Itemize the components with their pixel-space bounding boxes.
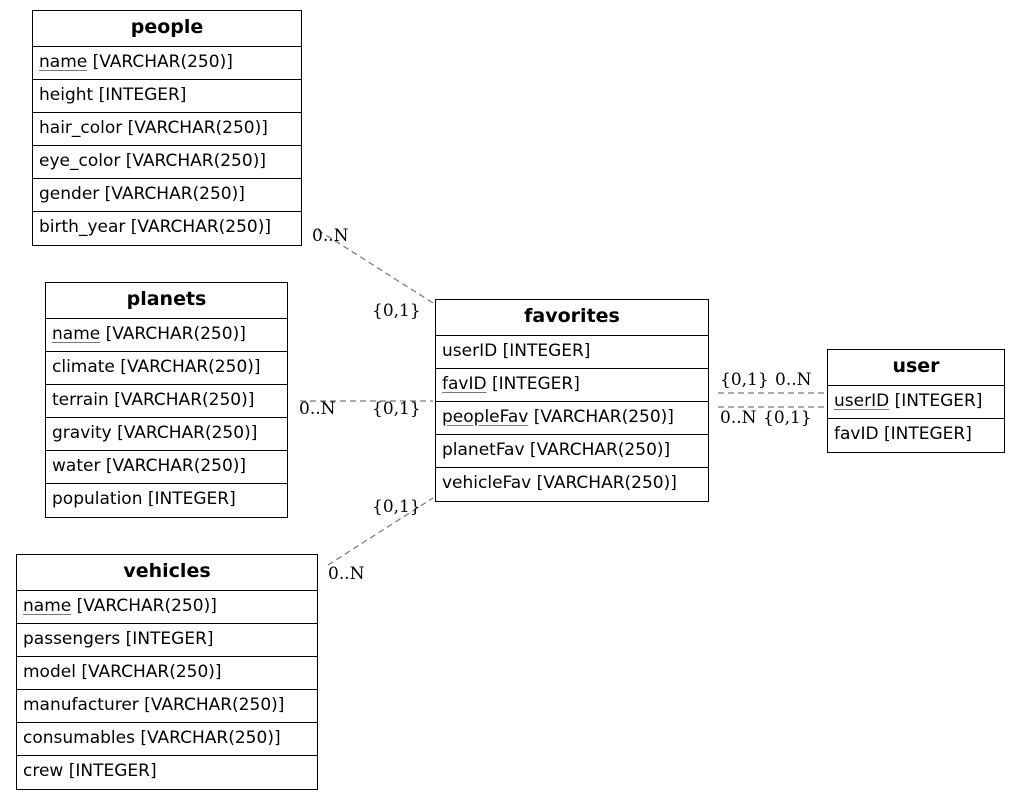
field-row-planets[interactable]: terrain [VARCHAR(250)] xyxy=(46,385,287,418)
field-type: [INTEGER] xyxy=(63,761,157,781)
field-row-favorites[interactable]: favID [INTEGER] xyxy=(436,369,708,402)
field-type: [INTEGER] xyxy=(889,391,983,411)
field-row-planets[interactable]: climate [VARCHAR(250)] xyxy=(46,352,287,385)
field-type: [INTEGER] xyxy=(93,85,187,105)
field-name: terrain xyxy=(52,390,109,410)
field-name: population xyxy=(52,489,143,509)
field-name: favID xyxy=(442,374,487,394)
field-type: [VARCHAR(250)] xyxy=(134,728,281,748)
field-type: [VARCHAR(250)] xyxy=(75,662,222,682)
field-type: [VARCHAR(250)] xyxy=(71,596,217,616)
edge-vehicles-favorites xyxy=(327,497,434,566)
table-vehicles[interactable]: vehicles name [VARCHAR(250)]passengers [… xyxy=(16,554,318,790)
edge-people-favorites xyxy=(317,229,434,304)
field-row-people[interactable]: gender [VARCHAR(250)] xyxy=(33,179,301,212)
table-favorites[interactable]: favorites userID [INTEGER]favID [INTEGER… xyxy=(435,299,709,502)
field-row-user[interactable]: userID [INTEGER] xyxy=(828,386,1004,419)
field-type: [VARCHAR(250)] xyxy=(111,423,258,443)
field-type: [VARCHAR(250)] xyxy=(524,440,671,460)
table-title: people xyxy=(33,11,301,47)
field-row-favorites[interactable]: userID [INTEGER] xyxy=(436,336,708,369)
field-type: [VARCHAR(250)] xyxy=(528,407,674,427)
cardinality-label: 0..N xyxy=(775,370,812,390)
field-name: consumables xyxy=(23,728,135,748)
field-type: [INTEGER] xyxy=(142,489,236,509)
field-name: userID xyxy=(834,391,890,411)
field-type: [INTEGER] xyxy=(878,424,972,444)
field-type: [VARCHAR(250)] xyxy=(99,184,245,204)
field-type: [VARCHAR(250)] xyxy=(138,695,285,715)
field-type: [INTEGER] xyxy=(120,629,214,649)
field-name: hair_color xyxy=(39,118,123,138)
field-name: favID xyxy=(834,424,879,444)
field-row-vehicles[interactable]: consumables [VARCHAR(250)] xyxy=(17,723,317,756)
field-name: birth_year xyxy=(39,217,126,237)
cardinality-label: {0,1} xyxy=(372,301,421,321)
cardinality-label: 0..N xyxy=(312,226,349,246)
cardinality-label: {0,1} xyxy=(372,497,421,517)
field-type: [INTEGER] xyxy=(497,341,591,361)
field-row-favorites[interactable]: peopleFav [VARCHAR(250)] xyxy=(436,402,708,435)
field-type: [VARCHAR(250)] xyxy=(100,324,246,344)
field-name: vehicleFav xyxy=(442,473,532,493)
field-name: gravity xyxy=(52,423,112,443)
table-title: vehicles xyxy=(17,555,317,591)
field-row-people[interactable]: birth_year [VARCHAR(250)] xyxy=(33,212,301,245)
cardinality-label: {0,1} xyxy=(372,399,421,419)
field-name: name xyxy=(23,596,72,616)
field-name: name xyxy=(39,52,88,72)
field-name: height xyxy=(39,85,94,105)
field-type: [VARCHAR(250)] xyxy=(531,473,677,493)
field-row-planets[interactable]: population [INTEGER] xyxy=(46,484,287,517)
field-row-vehicles[interactable]: passengers [INTEGER] xyxy=(17,624,317,657)
field-row-favorites[interactable]: vehicleFav [VARCHAR(250)] xyxy=(436,468,708,501)
cardinality-label: 0..N xyxy=(328,564,365,584)
cardinality-label: {0,1} xyxy=(720,370,769,390)
table-planets[interactable]: planets name [VARCHAR(250)]climate [VARC… xyxy=(45,282,288,518)
field-type: [VARCHAR(250)] xyxy=(122,118,268,138)
table-title: user xyxy=(828,350,1004,386)
field-name: planetFav xyxy=(442,440,525,460)
field-row-vehicles[interactable]: model [VARCHAR(250)] xyxy=(17,657,317,690)
field-type: [VARCHAR(250)] xyxy=(108,390,255,410)
field-name: climate xyxy=(52,357,115,377)
field-row-vehicles[interactable]: crew [INTEGER] xyxy=(17,756,317,789)
field-row-user[interactable]: favID [INTEGER] xyxy=(828,419,1004,452)
cardinality-label: {0,1} xyxy=(763,408,812,428)
field-row-planets[interactable]: water [VARCHAR(250)] xyxy=(46,451,287,484)
field-type: [VARCHAR(250)] xyxy=(87,52,233,72)
field-name: manufacturer xyxy=(23,695,139,715)
field-row-people[interactable]: hair_color [VARCHAR(250)] xyxy=(33,113,301,146)
field-name: eye_color xyxy=(39,151,121,171)
field-row-people[interactable]: name [VARCHAR(250)] xyxy=(33,47,301,80)
field-type: [INTEGER] xyxy=(486,374,580,394)
field-name: model xyxy=(23,662,76,682)
field-type: [VARCHAR(250)] xyxy=(120,151,266,171)
field-type: [VARCHAR(250)] xyxy=(125,217,271,237)
table-people[interactable]: people name [VARCHAR(250)]height [INTEGE… xyxy=(32,10,302,246)
field-row-planets[interactable]: gravity [VARCHAR(250)] xyxy=(46,418,287,451)
field-row-vehicles[interactable]: manufacturer [VARCHAR(250)] xyxy=(17,690,317,723)
field-name: water xyxy=(52,456,101,476)
field-row-planets[interactable]: name [VARCHAR(250)] xyxy=(46,319,287,352)
cardinality-label: 0..N xyxy=(720,408,757,428)
table-user[interactable]: user userID [INTEGER]favID [INTEGER] xyxy=(827,349,1005,453)
field-type: [VARCHAR(250)] xyxy=(100,456,247,476)
field-name: crew xyxy=(23,761,64,781)
field-row-favorites[interactable]: planetFav [VARCHAR(250)] xyxy=(436,435,708,468)
field-name: userID xyxy=(442,341,498,361)
table-title: favorites xyxy=(436,300,708,336)
field-name: gender xyxy=(39,184,100,204)
field-name: name xyxy=(52,324,101,344)
field-row-people[interactable]: height [INTEGER] xyxy=(33,80,301,113)
field-row-vehicles[interactable]: name [VARCHAR(250)] xyxy=(17,591,317,624)
field-name: peopleFav xyxy=(442,407,529,427)
field-name: passengers xyxy=(23,629,121,649)
field-type: [VARCHAR(250)] xyxy=(114,357,261,377)
field-row-people[interactable]: eye_color [VARCHAR(250)] xyxy=(33,146,301,179)
table-title: planets xyxy=(46,283,287,319)
cardinality-label: 0..N xyxy=(299,399,336,419)
